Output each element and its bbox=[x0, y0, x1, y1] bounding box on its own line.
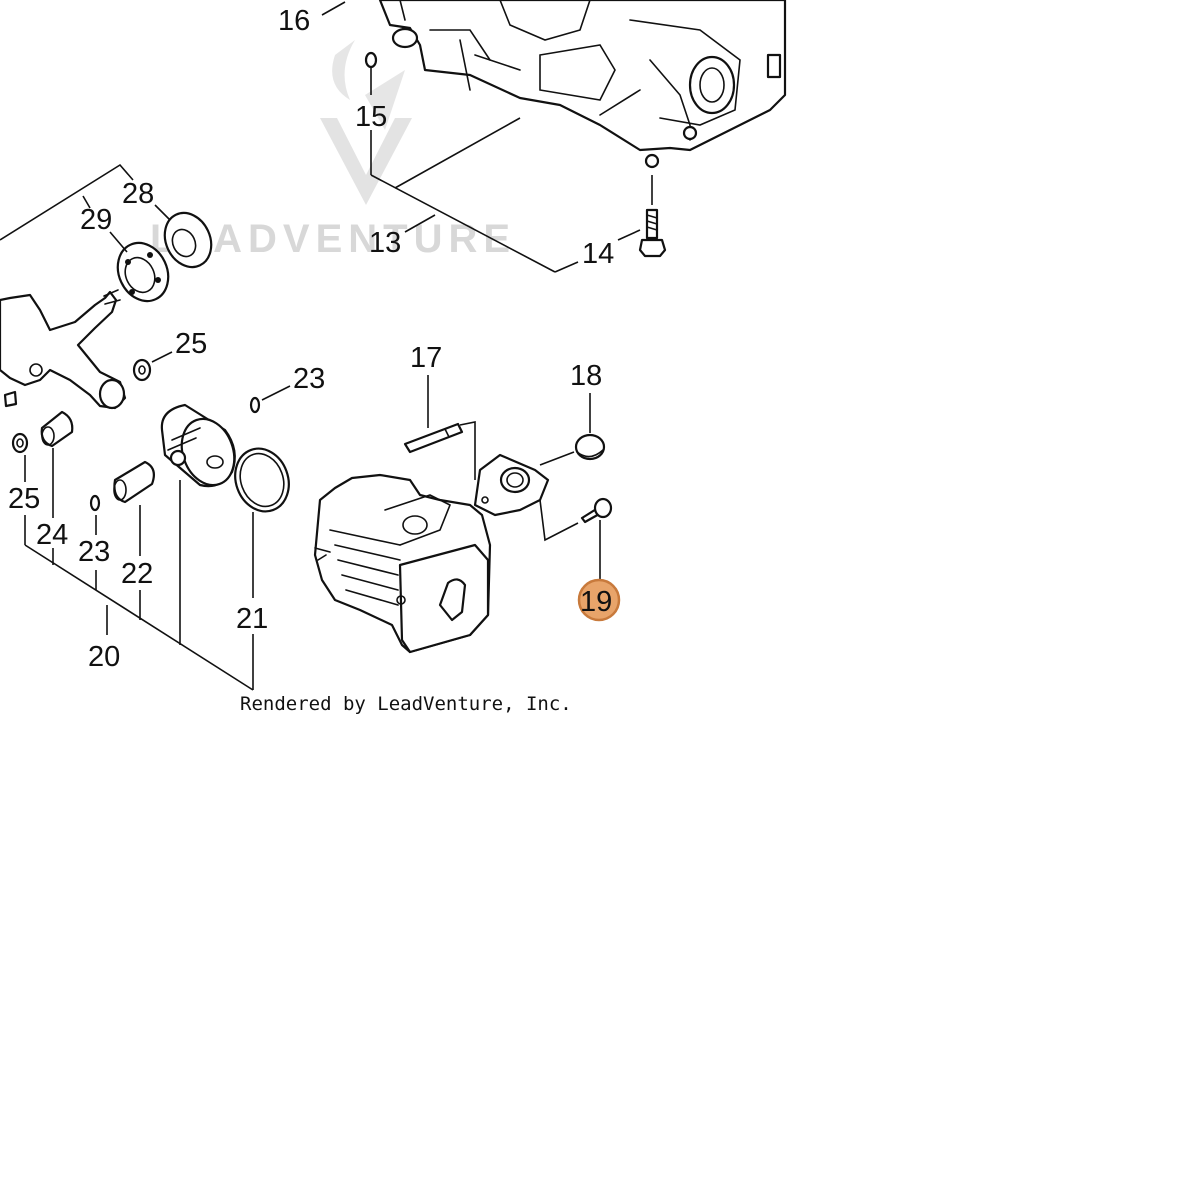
label-17[interactable]: 17 bbox=[410, 342, 442, 374]
o-ring-part-15[interactable] bbox=[364, 51, 378, 69]
label-28[interactable]: 28 bbox=[122, 178, 154, 210]
piston-ring-part-21[interactable] bbox=[227, 441, 298, 519]
highlight-marker-19[interactable] bbox=[577, 578, 621, 622]
label-29[interactable]: 29 bbox=[80, 204, 112, 236]
piston-pin-part-22[interactable] bbox=[113, 460, 155, 504]
bolt-part-14[interactable] bbox=[638, 175, 667, 258]
label-23-lower[interactable]: 23 bbox=[78, 536, 110, 568]
label-14[interactable]: 14 bbox=[582, 238, 614, 270]
circlip-part-23-upper[interactable] bbox=[249, 396, 261, 414]
label-20[interactable]: 20 bbox=[88, 641, 120, 673]
plug-part-18[interactable] bbox=[574, 433, 606, 461]
leader-lines bbox=[0, 1, 641, 691]
washer-part-25-upper[interactable] bbox=[132, 358, 152, 382]
label-19[interactable]: 19 bbox=[580, 586, 612, 618]
circlip-part-23-lower[interactable] bbox=[89, 494, 101, 512]
label-21[interactable]: 21 bbox=[236, 603, 268, 635]
part-labels: 16 15 13 14 28 29 25 23 17 18 19 25 24 2… bbox=[8, 5, 614, 673]
pin-part-17[interactable] bbox=[403, 422, 464, 454]
needle-bearing-part-24[interactable] bbox=[40, 410, 74, 448]
crankcase-part-13[interactable] bbox=[378, 0, 787, 169]
piston[interactable] bbox=[160, 403, 243, 493]
label-25-upper[interactable]: 25 bbox=[175, 328, 207, 360]
label-25-lower[interactable]: 25 bbox=[8, 483, 40, 515]
oil-seal-part-28[interactable] bbox=[156, 205, 220, 274]
label-18[interactable]: 18 bbox=[570, 360, 602, 392]
cylinder[interactable] bbox=[313, 473, 492, 654]
bearing-part-29[interactable] bbox=[109, 235, 178, 310]
intake-flange[interactable] bbox=[473, 453, 550, 517]
label-24[interactable]: 24 bbox=[36, 519, 68, 551]
label-13[interactable]: 13 bbox=[369, 227, 401, 259]
label-22[interactable]: 22 bbox=[121, 558, 153, 590]
washer-part-25-lower[interactable] bbox=[11, 432, 29, 454]
credit-text: Rendered by LeadVenture, Inc. bbox=[240, 693, 572, 715]
crankshaft[interactable] bbox=[0, 289, 127, 410]
label-16[interactable]: 16 bbox=[278, 5, 310, 37]
label-15[interactable]: 15 bbox=[355, 101, 387, 133]
label-23-upper[interactable]: 23 bbox=[293, 363, 325, 395]
screw-part-19[interactable] bbox=[580, 497, 613, 524]
